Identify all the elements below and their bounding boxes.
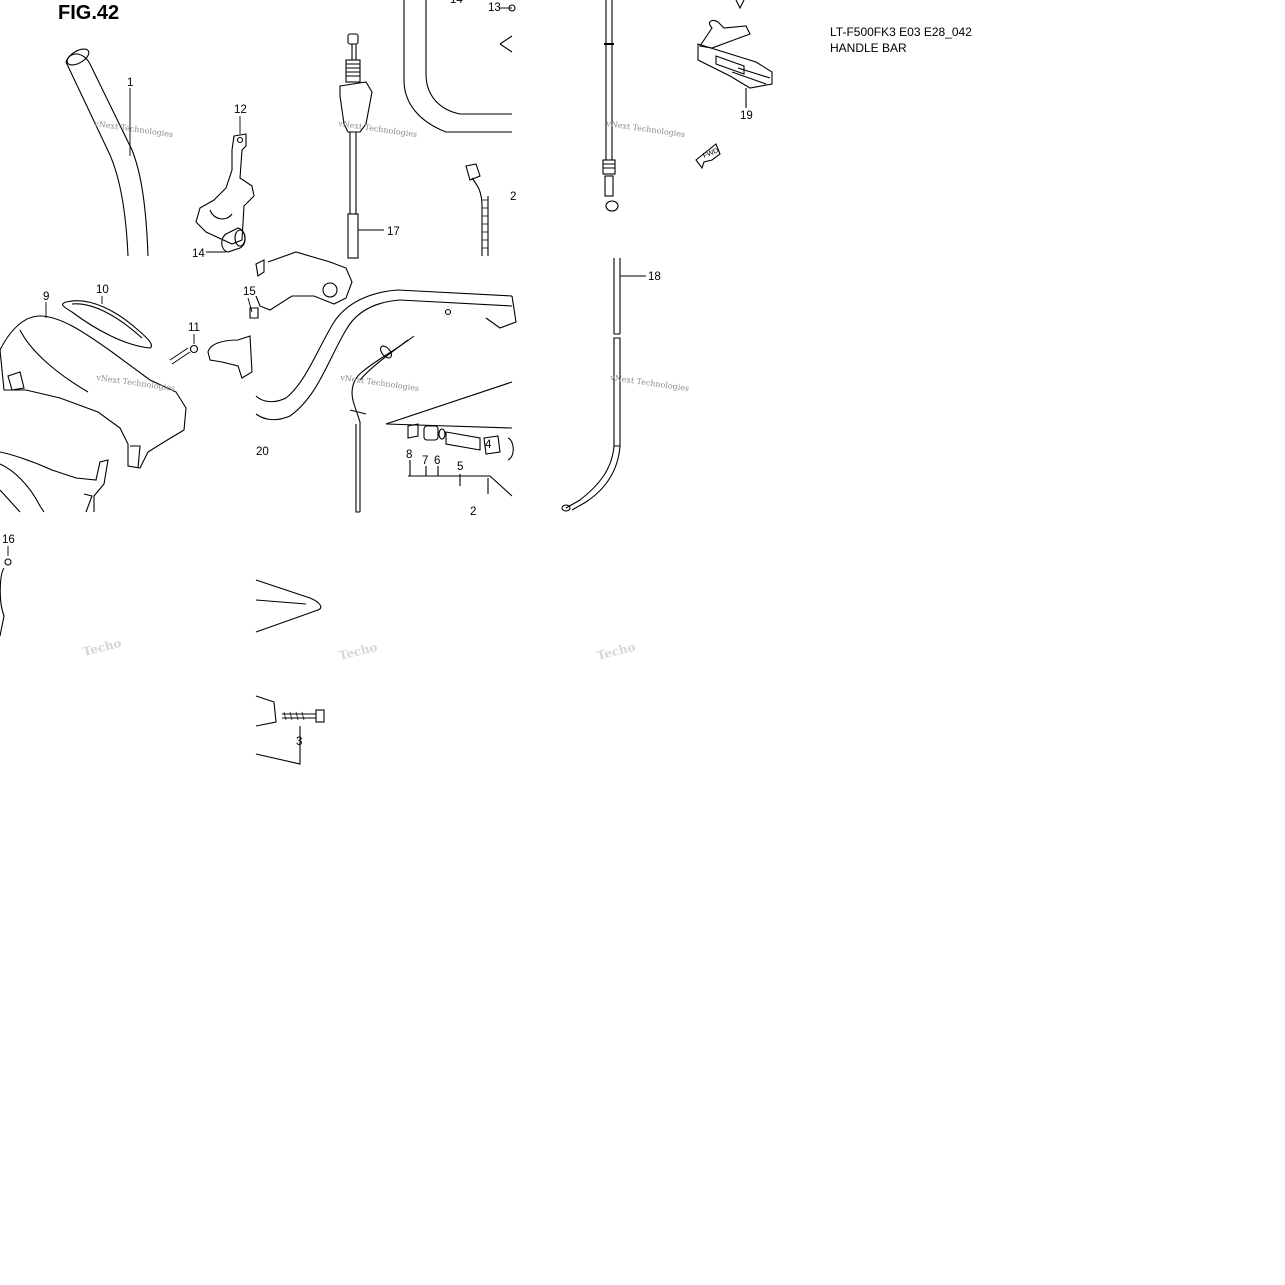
callout-9: 9	[43, 291, 49, 303]
callout-1: 1	[127, 77, 133, 89]
callout-19: 19	[740, 110, 753, 122]
handlebar-end-tube	[255, 579, 322, 633]
watermark-shadow-2: Techo	[337, 640, 378, 663]
choke-cable-upper	[602, 0, 619, 212]
callout-20: 20	[256, 446, 269, 458]
callout-2-partial: 2	[510, 191, 516, 203]
lens-part-10	[62, 300, 153, 349]
watermark-3: vNext Technologies	[605, 119, 686, 139]
throttle-cable-part-17	[339, 33, 373, 259]
callout-10: 10	[96, 284, 109, 296]
model-code: LT-F500FK3 E03 E28_042	[830, 25, 972, 39]
callout-3: 3	[296, 736, 302, 748]
fwd-direction-marker: FWD	[695, 143, 721, 170]
callout-15: 15	[243, 286, 256, 298]
bolt-part-13	[499, 4, 516, 53]
watermark-6: vNext Technologies	[609, 373, 690, 393]
cable-holder-part-19	[697, 0, 773, 108]
callout-18: 18	[648, 271, 661, 283]
choke-cable-lower-part-18	[561, 258, 621, 512]
grip-assembly-parts-4-8	[385, 381, 514, 497]
watermark-4: vNext Technologies	[95, 373, 176, 393]
end-bolt-part-3	[255, 695, 325, 765]
lower-frame-tile3	[0, 451, 109, 513]
callout-12: 12	[234, 104, 247, 116]
watermark-shadow-3: Techo	[595, 640, 636, 663]
watermark-1: vNext Technologies	[93, 119, 174, 139]
spacer-part-14	[221, 227, 246, 253]
cable-guide-part-21	[465, 163, 489, 256]
callout-2: 2	[470, 506, 476, 518]
callout-14: 14	[192, 248, 205, 260]
callout-5: 5	[457, 461, 463, 473]
handlebar-top-frame	[403, 0, 512, 133]
callout-16: 16	[2, 534, 15, 546]
bracket-part-15	[207, 251, 353, 379]
callout-4: 4	[485, 439, 492, 451]
handlebar-main-part-20	[255, 289, 517, 421]
callout-17: 17	[387, 226, 400, 238]
figure-title: FIG.42	[58, 2, 120, 24]
bolt-part-16	[0, 558, 12, 637]
handlebar-grip-part-1	[65, 48, 149, 257]
watermark-shadow-1: Techo	[81, 636, 122, 659]
callout-13: 13	[488, 2, 501, 14]
callout-11: 11	[188, 322, 200, 334]
callout-6: 6	[434, 455, 440, 467]
callout-7: 7	[422, 455, 428, 467]
leader-lines	[7, 7, 747, 556]
screw-part-11	[169, 344, 199, 365]
bracket-part-12	[195, 133, 255, 245]
watermark-2: vNext Technologies	[337, 119, 418, 139]
model-info: LT-F500FK3 E03 E28_042 HANDLE BAR	[830, 24, 972, 56]
callout-14-partial: 14	[450, 0, 463, 6]
clutch-cable-part-18-junction	[349, 335, 415, 513]
headlight-housing-part-9	[0, 315, 187, 469]
section-name: HANDLE BAR	[830, 41, 907, 55]
callout-8: 8	[406, 449, 412, 461]
watermark-5: vNext Technologies	[339, 373, 420, 393]
watermarks: vNext Technologies vNext Technologies vN…	[81, 119, 689, 663]
callout-labels: 1 2 2 3 4 5 6 7 8 9 10 11 12 13 14 14 15…	[2, 0, 753, 748]
